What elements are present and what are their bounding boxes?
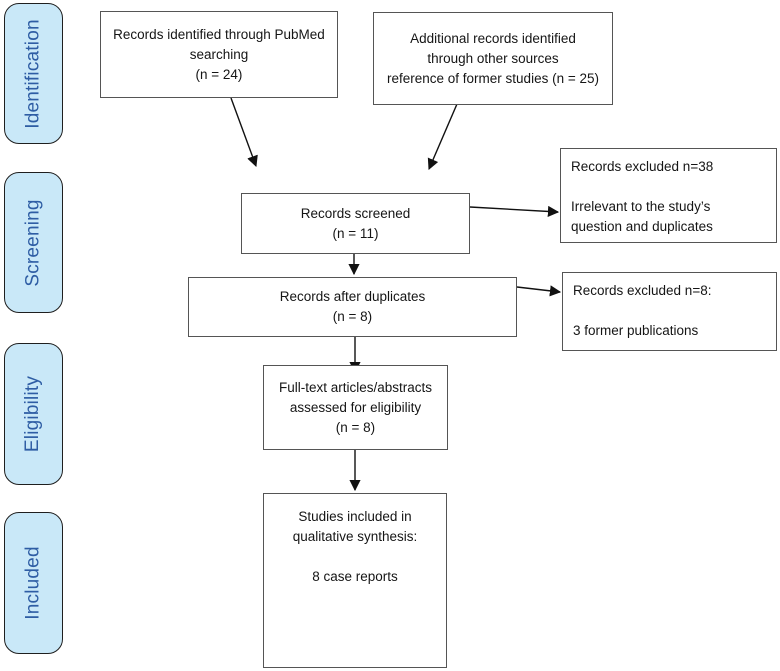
stage-label-text: Included <box>22 546 44 620</box>
node-text: Records excluded n=38 Irrelevant to the … <box>571 159 714 234</box>
node-records-identified-pubmed: Records identified through PubMed search… <box>100 11 338 98</box>
stage-label-screening: Screening <box>4 172 63 313</box>
node-text: Records excluded n=8: 3 former publicati… <box>573 283 712 338</box>
node-records-after-duplicates: Records after duplicates (n = 8) <box>188 277 517 337</box>
stage-label-included: Included <box>4 512 63 654</box>
node-text: Studies included in qualitative synthesi… <box>292 509 418 584</box>
stage-label-eligibility: Eligibility <box>4 343 63 485</box>
node-records-excluded-38: Records excluded n=38 Irrelevant to the … <box>560 148 777 243</box>
stage-label-identification: Identification <box>4 3 63 144</box>
stage-label-text: Identification <box>22 18 44 129</box>
arrow-other-to-screened <box>427 103 458 171</box>
stage-label-text: Eligibility <box>22 375 44 453</box>
arrow-pubmed-to-screened <box>230 97 258 168</box>
arrow-afterdup-to-excluded8 <box>516 285 562 297</box>
arrow-screened-to-excluded38 <box>469 205 560 218</box>
node-text: Records after duplicates (n = 8) <box>279 289 426 324</box>
node-text: Full-text articles/abstracts assessed fo… <box>278 379 433 435</box>
node-text: Records screened (n = 11) <box>300 205 411 241</box>
node-records-screened: Records screened (n = 11) <box>241 193 470 254</box>
node-additional-records-other-sources: Additional records identified through ot… <box>373 12 613 105</box>
node-fulltext-assessed: Full-text articles/abstracts assessed fo… <box>263 365 448 450</box>
node-studies-included: Studies included in qualitative synthesi… <box>263 493 447 668</box>
stage-label-text: Screening <box>22 198 44 287</box>
node-records-excluded-8: Records excluded n=8: 3 former publicati… <box>562 272 777 351</box>
node-text: Additional records identified through ot… <box>387 30 599 86</box>
node-text: Records identified through PubMed search… <box>113 26 325 82</box>
